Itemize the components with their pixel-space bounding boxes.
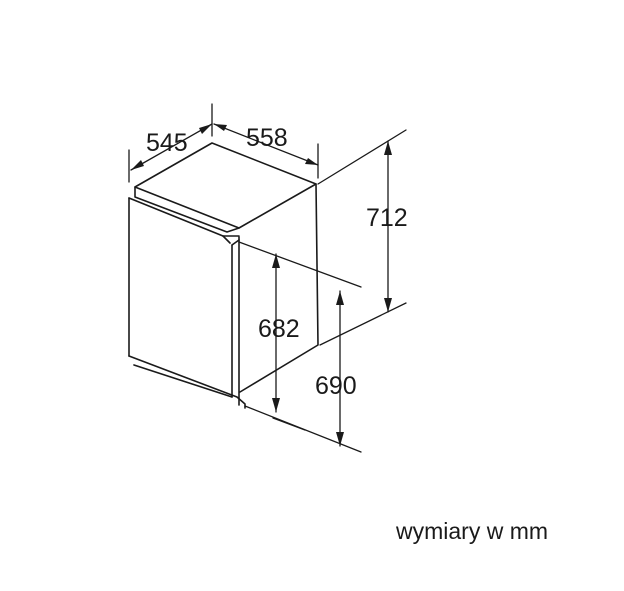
units-caption: wymiary w mm (396, 518, 549, 544)
width-dimension: 558 (213, 123, 319, 179)
total-height-dimension: 712 (317, 129, 408, 346)
niche-max-label: 690 (315, 372, 357, 400)
depth-label: 545 (146, 129, 188, 157)
niche-height-dimensions: 682 690 (238, 241, 362, 453)
total-height-label: 712 (366, 204, 408, 232)
niche-min-label: 682 (258, 315, 300, 343)
depth-dimension: 545 (128, 103, 213, 183)
appliance-outline (128, 142, 319, 409)
width-label: 558 (246, 124, 288, 152)
